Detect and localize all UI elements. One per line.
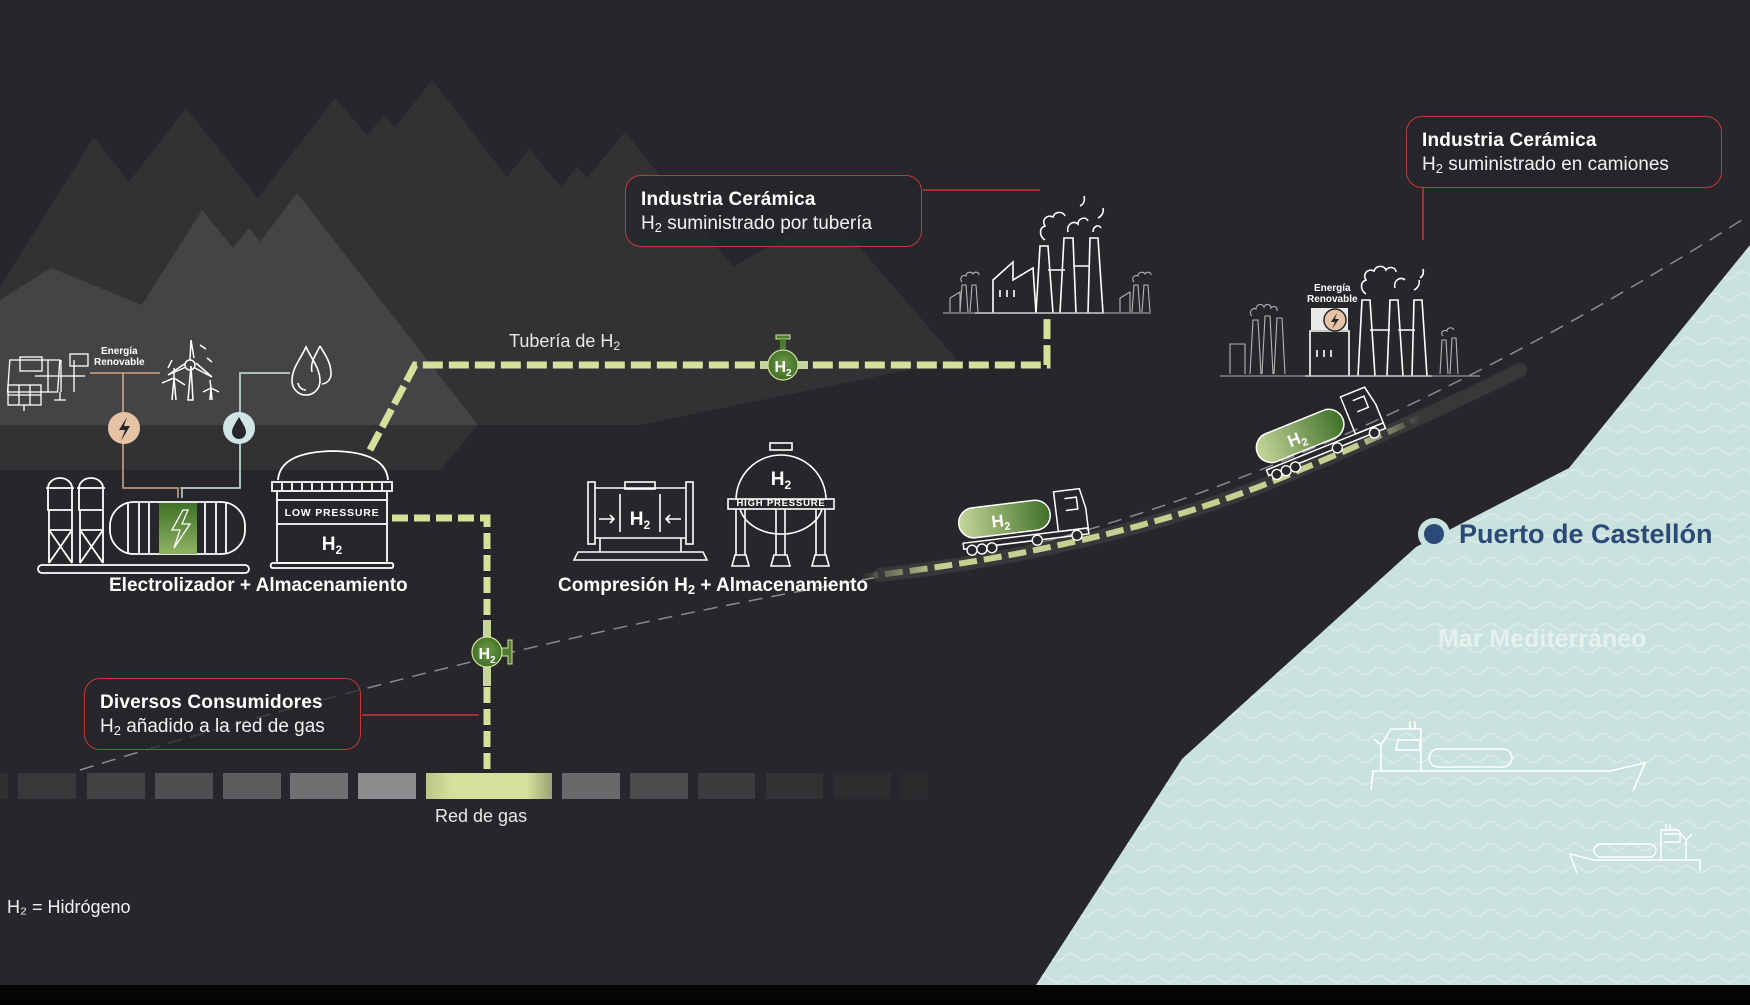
sea-label: Mar Mediterráneo [1438, 625, 1647, 653]
tanker-truck-icon: H2 [957, 487, 1090, 556]
high-pressure-gas-label: H2 [771, 469, 792, 492]
pipeline-label-pre: Tubería de H [509, 331, 614, 351]
lightning-icon [1323, 308, 1347, 332]
callout-gas-consumers: Diversos Consumidores H2 añadido a la re… [84, 678, 361, 750]
pipeline-label-sub: 2 [613, 339, 621, 354]
electrolyzer-label: Electrolizador + Almacenamiento [109, 575, 408, 596]
gas-network-label: Red de gas [435, 806, 528, 826]
energy-link-line [90, 372, 290, 498]
gas-valve-label: H2 [478, 646, 496, 666]
electrolyzer-core [159, 503, 197, 554]
ship-icon [1370, 721, 1647, 792]
high-pressure-tank-icon [727, 442, 835, 567]
ship-icon [1568, 824, 1701, 874]
low-pressure-tank-icon [269, 450, 395, 569]
port-label: Puerto de Castellón [1459, 519, 1713, 549]
factory-renewable-energy-label: Energía Renovable [1307, 283, 1358, 305]
pipeline-label: Tubería de H2 [509, 331, 620, 352]
callout-title: Industria Cerámica [641, 189, 816, 210]
water-link-line [239, 372, 290, 413]
factory-renewable-energy-label-line1: Energía [1313, 283, 1351, 294]
lightning-icon [108, 412, 140, 444]
callout-title: Diversos Consumidores [100, 692, 323, 713]
callout-description: H2 añadido a la red de gas [100, 716, 325, 739]
factory-renewable-energy-label-line2: Renovable [1307, 294, 1358, 305]
callout-title: Industria Cerámica [1422, 130, 1597, 151]
compression-label-pre: Compresión H [558, 575, 688, 596]
sea-waves [1036, 245, 1750, 985]
renewable-energy-label: Energía Renovable [94, 346, 145, 368]
compression-label: Compresión H2 + Almacenamiento [558, 575, 868, 597]
high-pressure-label: HIGH PRESSURE [736, 498, 825, 509]
factory-small-icon [943, 271, 1152, 314]
water-drops-icon [291, 345, 332, 396]
compressor-icon [572, 481, 709, 561]
mountains-front [0, 193, 478, 425]
callout-description: H2 suministrado en camiones [1422, 154, 1669, 177]
h2-pipeline-to-grid [392, 514, 491, 773]
green-energy-icon [170, 509, 192, 549]
bottom-band [0, 985, 1750, 1000]
compression-label-post: + Almacenamiento [695, 575, 869, 596]
location-dot-icon [1418, 518, 1450, 550]
callout-ceramic-pipeline: Industria Cerámica H2 suministrado por t… [625, 175, 922, 247]
solar-panel-icon [6, 353, 89, 411]
compressor-gas-label: H2 [630, 509, 651, 532]
valve-icon [760, 334, 808, 381]
renewable-energy-label-line2: Renovable [94, 357, 145, 368]
gas-network-injection-point [426, 773, 552, 799]
callout-description: H2 suministrado por tubería [641, 213, 873, 236]
legend-text: H₂ = Hidrógeno [7, 897, 131, 917]
water-drop-icon [223, 412, 255, 444]
valve-label: H2 [774, 359, 792, 379]
truck-label: H2 [990, 510, 1011, 534]
wind-turbine-icon [161, 339, 220, 401]
gas-network-bar [0, 773, 928, 799]
tanker-truck-icon: H2 [1255, 386, 1387, 481]
road-h2-transport [859, 367, 1522, 580]
low-pressure-label: LOW PRESSURE [285, 507, 380, 519]
valve-icon [471, 620, 513, 686]
factory-small-icon [1220, 303, 1480, 377]
renewable-energy-label-line1: Energía [100, 346, 138, 357]
callout-ceramic-trucks: Industria Cerámica H2 suministrado en ca… [1406, 116, 1722, 188]
low-pressure-gas-label: H2 [322, 534, 343, 557]
compression-label-sub: 2 [687, 582, 696, 598]
